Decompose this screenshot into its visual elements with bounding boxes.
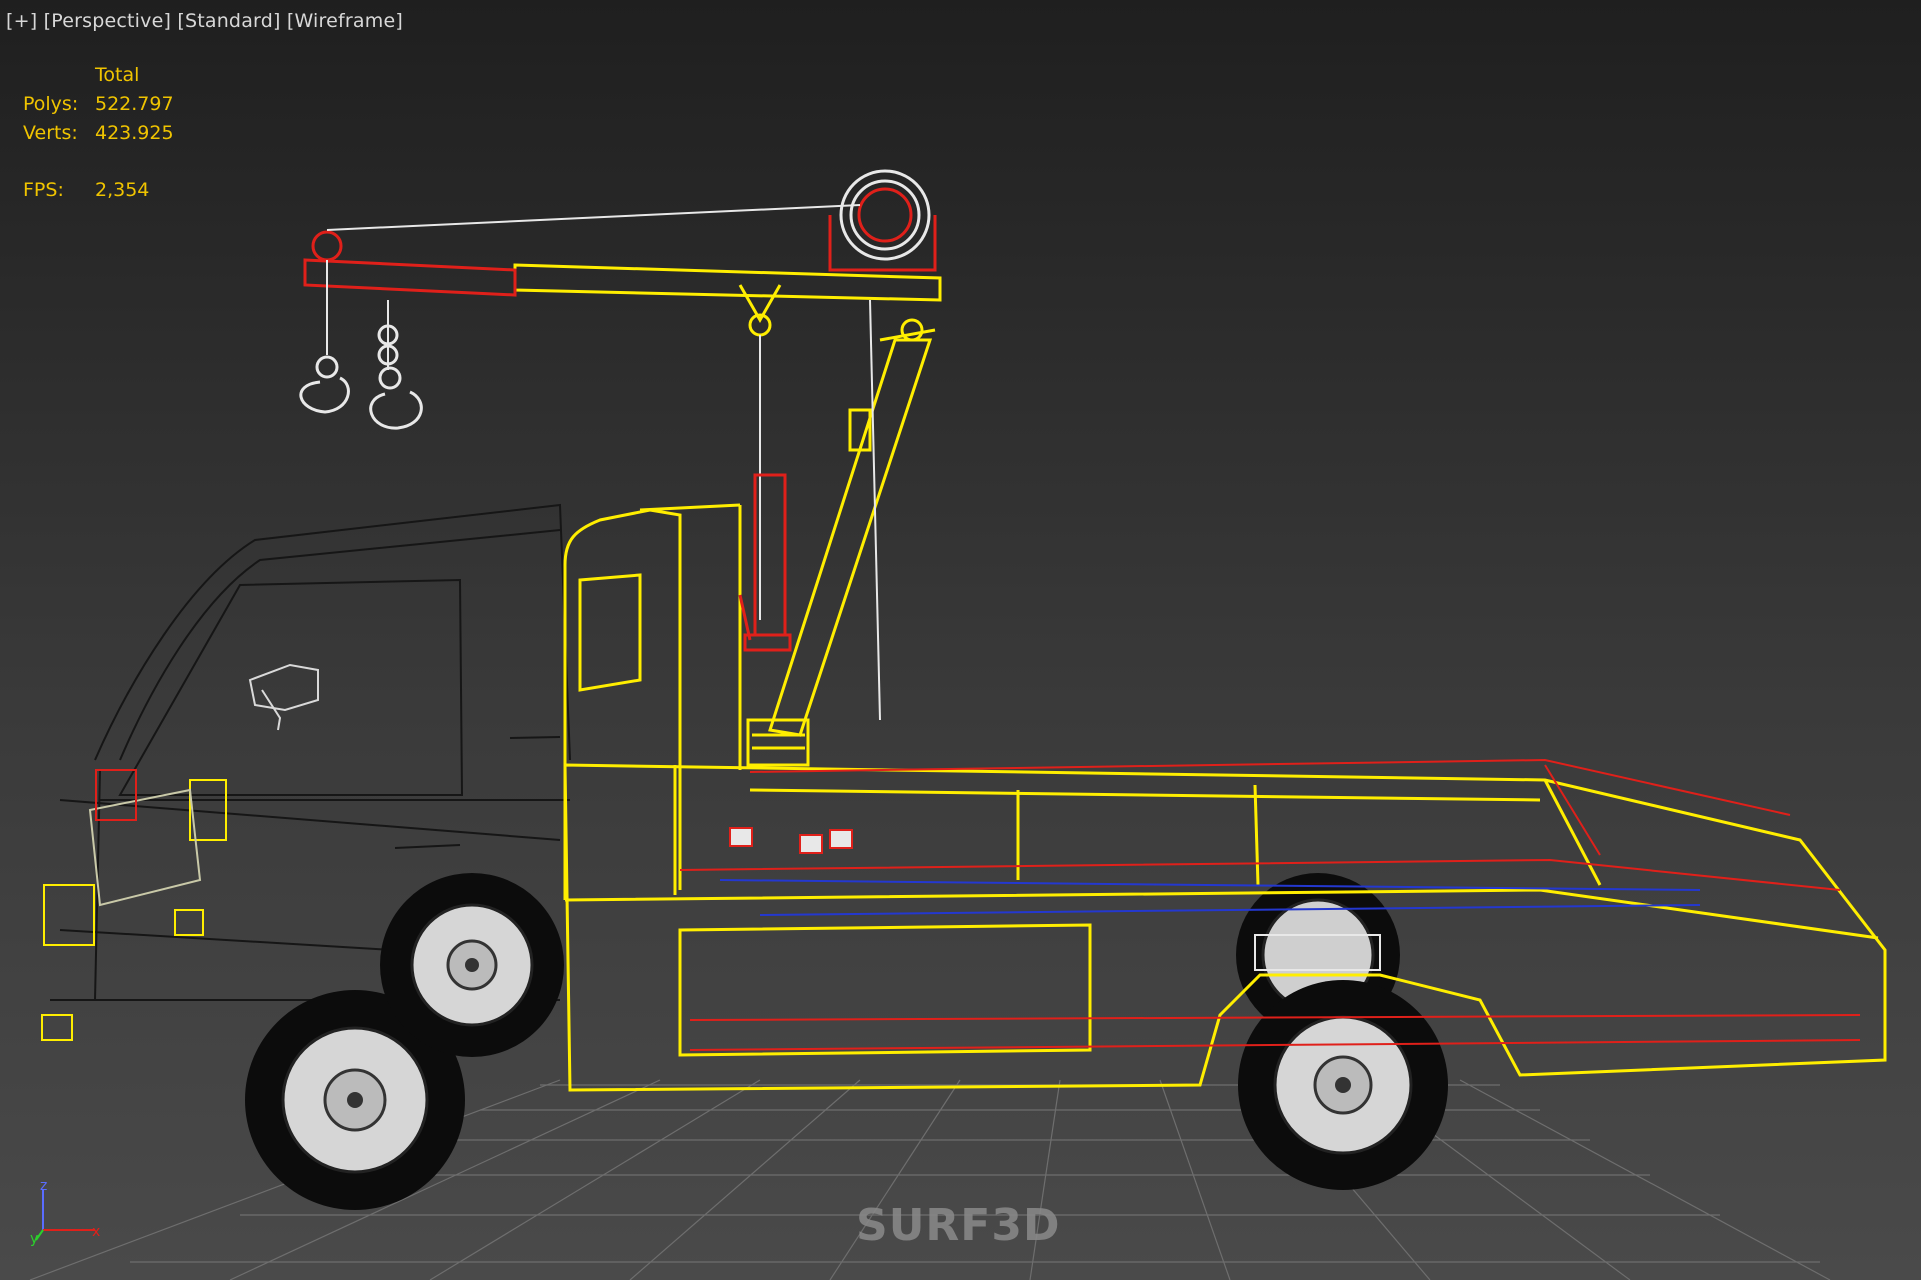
stats-verts-label: Verts: (23, 122, 78, 144)
viewport-shading-standard-button[interactable]: [Standard] (177, 10, 281, 32)
cab-front-lights (41, 769, 227, 1041)
bed-tie-downs (729, 827, 853, 854)
axis-y-label: y (30, 1231, 38, 1247)
viewport-shading-mode-button[interactable]: [Wireframe] (286, 10, 403, 32)
axis-tripod-icon (35, 1190, 95, 1241)
crane-cables (326, 204, 881, 721)
bed-blue-lines (719, 879, 1701, 916)
stats-fps-label: FPS: (23, 179, 64, 201)
front-wheel-left[interactable] (245, 990, 465, 1210)
winch-drum[interactable] (828, 169, 937, 272)
front-wheel-right[interactable] (380, 873, 564, 1057)
stats-polys-label: Polys: (23, 93, 79, 115)
axis-z-label: z (40, 1178, 47, 1194)
stats-fps-value: 2,354 (95, 179, 150, 201)
watermark-logo: SURF3D (856, 1200, 1061, 1251)
viewport-menu-button[interactable]: [+] (6, 10, 38, 32)
rear-wheel-front[interactable] (1238, 980, 1448, 1190)
crane-boom-extension[interactable] (303, 230, 517, 297)
viewport-label-bar: [+] [Perspective] [Standard] [Wireframe] (6, 10, 403, 32)
stats-polys-value: 522.797 (95, 93, 174, 115)
viewport-view-button[interactable]: [Perspective] (43, 10, 172, 32)
flatbed-body[interactable] (563, 763, 1887, 1092)
crane-hook-right[interactable] (369, 324, 423, 430)
cab-rear-shell[interactable] (563, 503, 742, 900)
crane-hook-left[interactable] (299, 355, 350, 414)
bed-red-rails (679, 758, 1861, 1051)
hydraulic-cylinder[interactable] (738, 473, 792, 652)
axis-x-label: x (92, 1224, 100, 1240)
cab-mirror (248, 663, 319, 731)
crane-boom[interactable] (513, 263, 942, 452)
stats-header: Total (95, 64, 140, 86)
stats-verts-value: 423.925 (95, 122, 174, 144)
crane-mast[interactable] (746, 318, 936, 767)
